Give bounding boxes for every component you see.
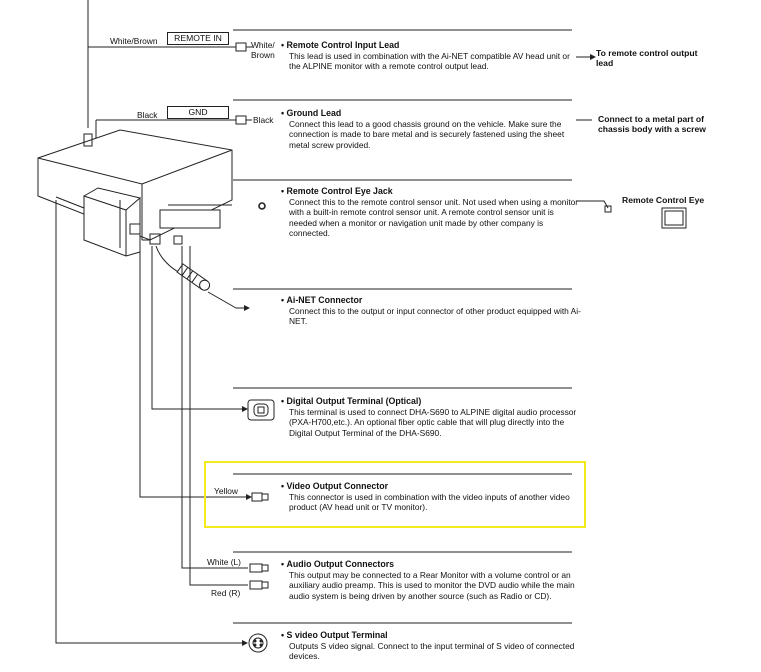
remote-in-tag: REMOTE IN: [167, 32, 229, 45]
ground-lead-title: Ground Lead: [281, 108, 581, 119]
audio-output-connectors-description: This output may be connected to a Rear M…: [289, 569, 575, 601]
video-output-connector-description: This connector is used in combination wi…: [289, 491, 570, 513]
video-plug-label: Yellow: [214, 486, 238, 496]
remote-control-input-title: Remote Control Input Lead: [281, 40, 581, 51]
ai-net-cable: [155, 245, 183, 275]
remote-control-eye-jack-block: Remote Control Eye Jack Connect this to …: [281, 186, 581, 239]
audio-output-connectors-title: Audio Output Connectors: [281, 559, 581, 570]
remote-in-plug-label: White/ Brown: [251, 40, 275, 60]
ai-net-connector-description: Connect this to the output or input conn…: [289, 305, 581, 327]
s-video-terminal-icon: [248, 633, 268, 653]
ground-tag: GND: [167, 106, 229, 119]
remote-control-input-block: Remote Control Input Lead This lead is u…: [281, 40, 581, 72]
video-output-connector-block: Video Output Connector This connector is…: [281, 481, 581, 513]
s-video-output-terminal-block: S video Output Terminal Outputs S video …: [281, 630, 581, 662]
remote-in-target-label: To remote control output lead: [596, 48, 698, 69]
arrow-icon: [590, 54, 596, 60]
unit-body-icon: [37, 129, 233, 257]
remote-control-eye-jack-title: Remote Control Eye Jack: [281, 186, 581, 197]
audio-wire: [189, 246, 248, 586]
eye-jack-icon: [258, 202, 266, 210]
ground-wire-color-label: Black: [137, 110, 158, 120]
remote-eye-sensor-icon: [596, 200, 687, 229]
ground-plug-label: Black: [253, 115, 274, 125]
audio-wire: [181, 246, 248, 569]
remote-control-input-description: This lead is used in combination with th…: [289, 50, 570, 72]
audio-plug-icon-right: [249, 580, 269, 590]
ai-net-plug-icon: [176, 263, 211, 291]
video-wire: [139, 252, 246, 498]
remote-eye-target-label: Remote Control Eye: [622, 195, 705, 205]
s-video-wire: [55, 200, 242, 644]
audio-output-connectors-block: Audio Output Connectors This output may …: [281, 559, 581, 601]
ai-net-connector-block: Ai-NET Connector Connect this to the out…: [281, 295, 581, 327]
remote-control-eye-jack-description: Connect this to the remote control senso…: [289, 196, 579, 239]
digital-output-terminal-title: Digital Output Terminal (Optical): [281, 396, 581, 407]
audio-left-plug-label: White (L): [207, 557, 241, 567]
video-output-highlight: [204, 461, 586, 528]
remote-in-plug-icon: [235, 42, 252, 52]
video-output-connector-title: Video Output Connector: [281, 481, 581, 492]
remote-in-wire-color-label: White/Brown: [110, 36, 158, 46]
digital-output-terminal-description: This terminal is used to connect DHA-S69…: [289, 406, 577, 438]
digital-output-terminal-block: Digital Output Terminal (Optical) This t…: [281, 396, 581, 438]
ground-plug-icon: [235, 115, 252, 125]
audio-right-plug-label: Red (R): [211, 588, 241, 598]
s-video-output-terminal-description: Outputs S video signal. Connect to the i…: [289, 640, 575, 662]
ground-target-label: Connect to a metal part of chassis body …: [598, 114, 706, 135]
ground-lead-description: Connect this lead to a good chassis grou…: [289, 118, 565, 150]
optical-wire: [151, 246, 242, 410]
ai-net-connector-title: Ai-NET Connector: [281, 295, 581, 306]
s-video-output-terminal-title: S video Output Terminal: [281, 630, 581, 641]
ground-lead-block: Ground Lead Connect this lead to a good …: [281, 108, 581, 150]
audio-plug-icon-left: [249, 563, 269, 573]
optical-terminal-icon: [247, 399, 275, 421]
